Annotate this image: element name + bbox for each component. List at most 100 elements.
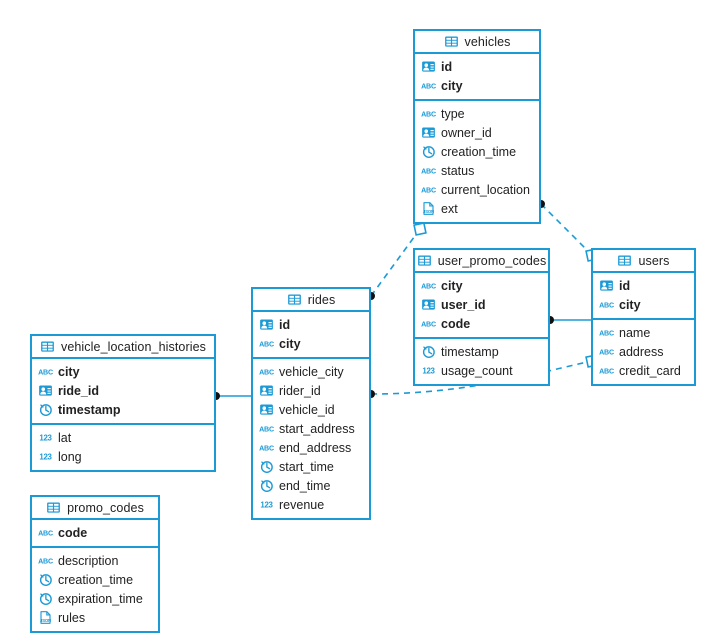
field-row-users-city[interactable]: ABC city	[593, 295, 694, 314]
abc-text-icon: ABC	[421, 182, 436, 197]
svg-text:JSON: JSON	[40, 618, 51, 623]
field-label: ext	[441, 201, 458, 216]
abc-text-icon: ABC	[599, 325, 614, 340]
field-row-rides-vehicle_id[interactable]: vehicle_id	[253, 400, 369, 419]
svg-text:ABC: ABC	[599, 368, 614, 376]
svg-text:123: 123	[39, 434, 52, 443]
field-row-vehicles-creation_time[interactable]: creation_time	[415, 142, 539, 161]
abc-text-icon: ABC	[421, 163, 436, 178]
table-header-user_promo_codes[interactable]: user_promo_codes	[415, 250, 548, 273]
abc-text-icon: ABC	[259, 364, 274, 379]
field-row-rides-end_time[interactable]: end_time	[253, 476, 369, 495]
relationship-vehicle_location_histories-rides[interactable]	[212, 392, 251, 400]
123-number-icon: 123	[38, 430, 53, 445]
svg-text:ABC: ABC	[421, 321, 436, 329]
table-header-vehicle_location_histories[interactable]: vehicle_location_histories	[32, 336, 214, 359]
edge-endpoint-square	[413, 222, 427, 236]
table-icon	[444, 34, 459, 49]
field-row-rides-start_time[interactable]: start_time	[253, 457, 369, 476]
table-title: promo_codes	[67, 500, 144, 515]
field-row-vehicles-ext[interactable]: JSON ext	[415, 199, 539, 218]
json-document-icon: JSON	[421, 201, 436, 216]
table-title: vehicle_location_histories	[60, 339, 207, 354]
table-title: user_promo_codes	[437, 253, 547, 268]
table-header-users[interactable]: users	[593, 250, 694, 273]
id-badge-icon	[259, 383, 274, 398]
123-number-icon: 123	[421, 363, 436, 378]
field-row-user_promo_codes-user_id[interactable]: user_id	[415, 295, 548, 314]
clock-icon	[259, 459, 274, 474]
field-label: city	[619, 297, 641, 312]
table-header-promo_codes[interactable]: promo_codes	[32, 497, 158, 520]
svg-text:ABC: ABC	[38, 369, 53, 377]
field-row-users-name[interactable]: ABC name	[593, 323, 694, 342]
field-row-vehicle_location_histories-ride_id[interactable]: ride_id	[32, 381, 214, 400]
field-row-promo_codes-creation_time[interactable]: creation_time	[32, 570, 158, 589]
field-label: long	[58, 449, 82, 464]
field-row-user_promo_codes-timestamp[interactable]: timestamp	[415, 342, 548, 361]
table-icon	[46, 500, 61, 515]
field-label: rules	[58, 610, 86, 625]
field-label: city	[441, 278, 463, 293]
svg-text:ABC: ABC	[259, 426, 274, 434]
field-row-vehicles-id[interactable]: id	[415, 57, 539, 76]
abc-text-icon: ABC	[421, 316, 436, 331]
svg-text:ABC: ABC	[259, 369, 274, 377]
field-label: ride_id	[58, 383, 99, 398]
field-row-vehicles-owner_id[interactable]: owner_id	[415, 123, 539, 142]
field-label: creation_time	[441, 144, 517, 159]
clock-icon	[38, 402, 53, 417]
relationship-user_promo_codes-users[interactable]	[546, 316, 591, 324]
table-header-rides[interactable]: rides	[253, 289, 369, 312]
field-label: address	[619, 344, 664, 359]
field-row-promo_codes-rules[interactable]: JSON rules	[32, 608, 158, 627]
field-label: owner_id	[441, 125, 492, 140]
field-row-rides-rider_id[interactable]: rider_id	[253, 381, 369, 400]
field-label: timestamp	[58, 402, 121, 417]
field-label: name	[619, 325, 651, 340]
table-icon	[417, 253, 432, 268]
field-row-rides-id[interactable]: id	[253, 315, 369, 334]
field-label: user_id	[441, 297, 486, 312]
svg-text:ABC: ABC	[599, 302, 614, 310]
field-label: city	[279, 336, 301, 351]
field-row-vehicle_location_histories-timestamp[interactable]: timestamp	[32, 400, 214, 419]
clock-icon	[421, 344, 436, 359]
id-badge-icon	[38, 383, 53, 398]
field-row-users-id[interactable]: id	[593, 276, 694, 295]
clock-icon	[421, 144, 436, 159]
field-row-promo_codes-expiration_time[interactable]: expiration_time	[32, 589, 158, 608]
table-header-vehicles[interactable]: vehicles	[415, 31, 539, 54]
